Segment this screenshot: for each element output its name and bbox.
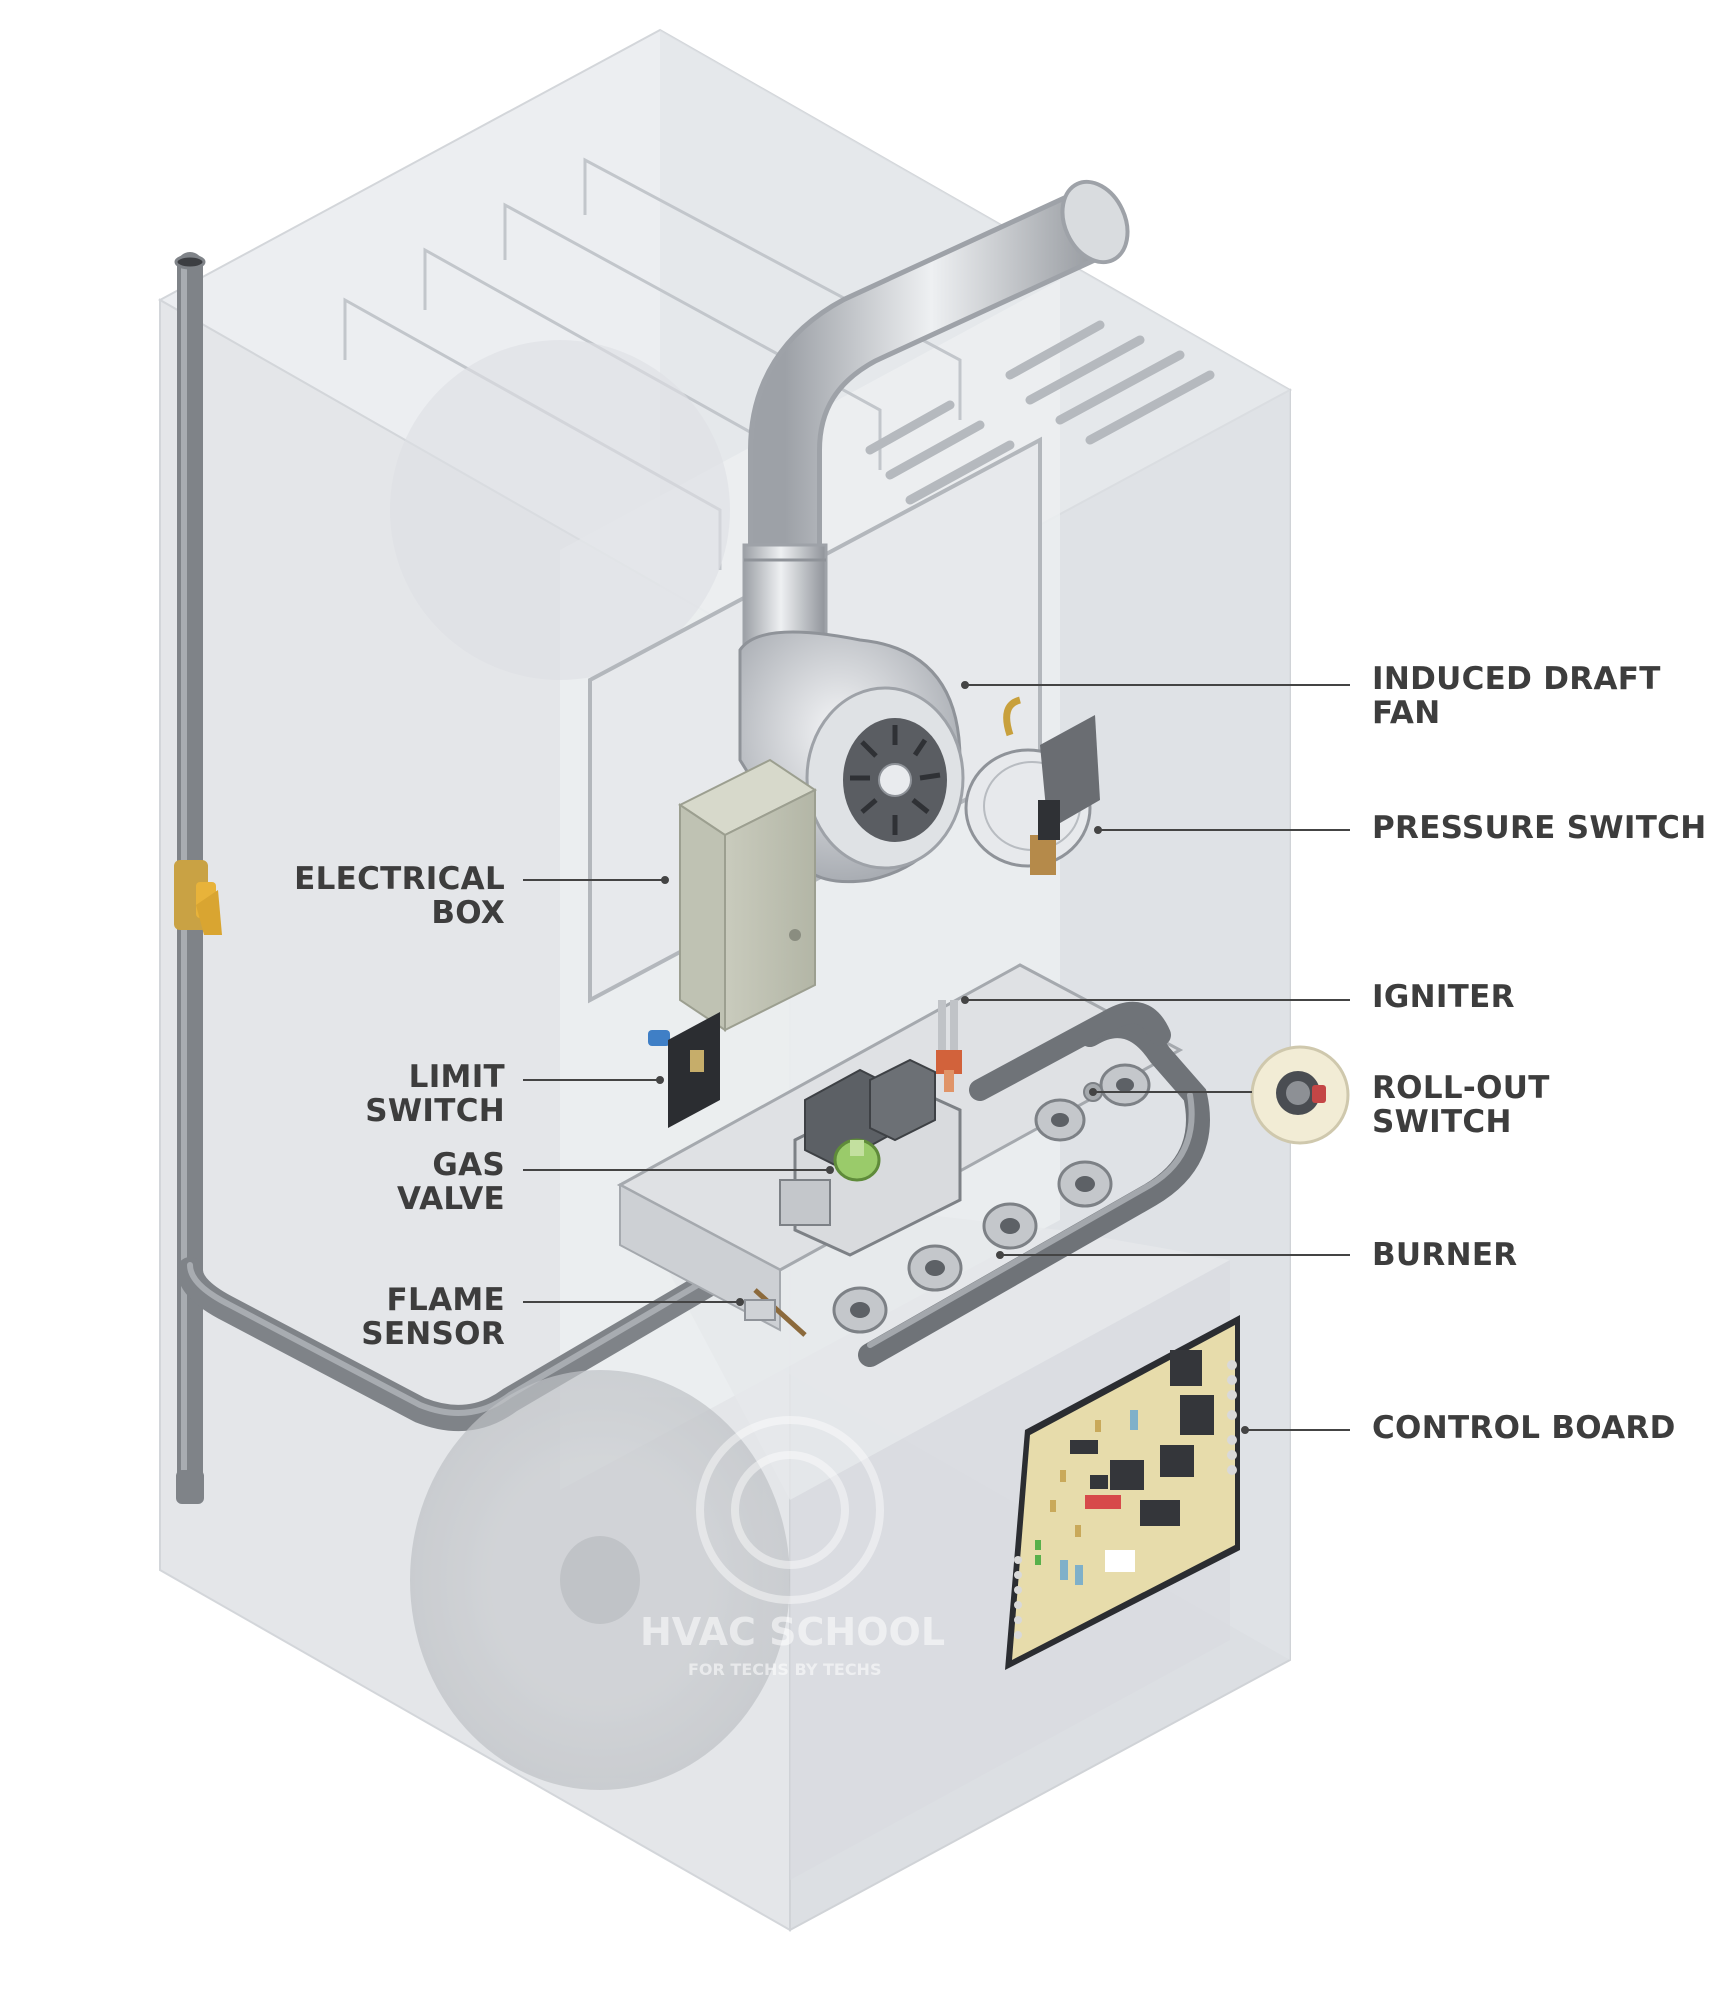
top-vents [865, 320, 1215, 505]
label-induced-draft-fan: INDUCED DRAFT FAN [1372, 661, 1661, 731]
flue-pipe [742, 179, 1130, 657]
label-flame-sensor: FLAME SENSOR [361, 1282, 505, 1352]
gas-shutoff-valve [174, 860, 222, 935]
blower-wheel [410, 1370, 790, 1790]
control-board [1005, 1315, 1240, 1670]
watermark-brand: HVAC SCHOOL [640, 1610, 946, 1654]
label-pressure-switch: PRESSURE SWITCH [1372, 810, 1707, 846]
pressure-switch [964, 696, 1100, 875]
gas-valve [779, 1058, 962, 1257]
igniter [936, 1000, 962, 1092]
watermark-logo [696, 1416, 884, 1604]
flame-sensor [744, 1288, 807, 1337]
limit-switch [648, 1012, 720, 1128]
label-electrical-box: ELECTRICAL BOX [294, 861, 505, 931]
label-control-board: CONTROL BOARD [1372, 1410, 1676, 1446]
leader-lines [523, 681, 1350, 1434]
label-burner: BURNER [1372, 1237, 1518, 1273]
label-gas-valve: GAS VALVE [396, 1147, 505, 1217]
label-roll-out-switch: ROLL-OUT SWITCH [1372, 1070, 1550, 1140]
label-igniter: IGNITER [1372, 979, 1515, 1015]
label-limit-switch: LIMIT SWITCH [365, 1059, 505, 1129]
roll-out-switch-callout [1250, 1045, 1350, 1145]
heat-exchanger [343, 157, 962, 680]
watermark-tagline: FOR TECHS BY TECHS [688, 1660, 882, 1679]
electrical-box [678, 758, 817, 1032]
